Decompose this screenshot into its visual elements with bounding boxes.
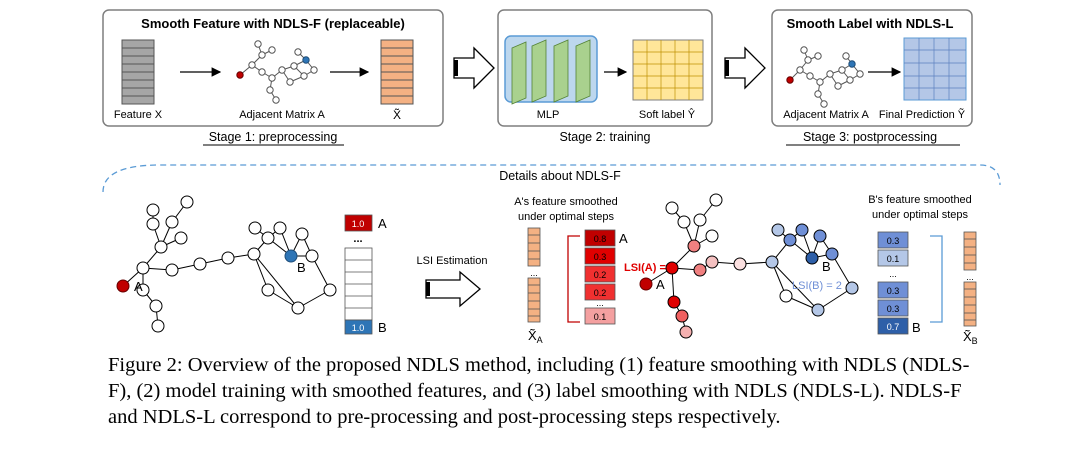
a-value-cell-4 [584, 307, 616, 325]
stage2-panel: MLP Soft label Ŷ [497, 9, 713, 127]
b-smoothed-line1: B's feature smoothed [868, 194, 972, 206]
feature-x-label: Feature X [114, 109, 163, 121]
adjacent-matrix-graph-small-2 [786, 46, 864, 108]
mlp-label: MLP [537, 109, 560, 121]
a-smoothed-line1: A's feature smoothed [514, 196, 618, 208]
figure-caption: Figure 2: Overview of the proposed NDLS … [108, 354, 970, 428]
b-values-label: B [912, 320, 921, 335]
b-value-4: 0.7 [887, 322, 900, 332]
details-dashed-bracket [102, 164, 1001, 193]
a-value-1: 0.3 [594, 252, 607, 262]
b-value-0: 0.3 [887, 236, 900, 246]
b-value-stack: 0.3 0.1 ... 0.3 0.3 0.7 B [877, 231, 921, 335]
details-graph-left [116, 195, 337, 333]
a-values-label: A [619, 231, 628, 246]
block-arrow-2 [724, 46, 766, 90]
b-value-cell-2 [877, 281, 909, 299]
a-value-stack: 0.8 0.3 0.2 0.2 ... 0.1 A [584, 229, 628, 325]
final-prediction-matrix [903, 37, 967, 101]
lsi-estimation-label: LSI Estimation [417, 255, 488, 267]
xa-label-main: X̃ [528, 328, 537, 343]
one-hot-vectors: 1.0 A ... 1.0 B [344, 214, 387, 335]
right-node-b-label: B [822, 259, 831, 274]
b-value-ellipsis: ... [889, 269, 897, 279]
xa-label: X̃A [528, 328, 543, 345]
a-value-4: 0.1 [594, 312, 607, 322]
left-node-a-label: A [134, 279, 143, 294]
stage3-caption: Stage 3: postprocessing [803, 130, 937, 144]
vec-ellipsis: ... [353, 233, 362, 245]
vec-bottom-value: 1.0 [352, 323, 365, 333]
stage3-adj-label: Adjacent Matrix A [783, 109, 869, 121]
a-value-0: 0.8 [594, 234, 607, 244]
xa-orange-vector [527, 227, 541, 323]
a-value-3: 0.2 [594, 288, 607, 298]
b-smoothed-line2: under optimal steps [872, 209, 968, 221]
a-smoothed-line2: under optimal steps [518, 211, 614, 223]
xb-label: X̃B [963, 329, 978, 346]
xa-label-sub: A [537, 335, 543, 345]
ndls-overview-diagram: Smooth Feature with NDLS-F (replaceable)… [102, 9, 1001, 346]
left-node-b-label: B [297, 260, 306, 275]
vec-top-label: A [378, 216, 387, 231]
b-value-cell-4 [877, 317, 909, 335]
xb-label-sub: B [972, 336, 978, 346]
stage1-title: Smooth Feature with NDLS-F (replaceable) [141, 16, 405, 31]
lsi-b-label: LSI(B) = 2 [792, 280, 842, 292]
stage1-panel: Smooth Feature with NDLS-F (replaceable)… [102, 9, 444, 127]
a-bracket [567, 235, 580, 323]
b-value-cell-0 [877, 231, 909, 249]
stage2-caption: Stage 2: training [559, 130, 650, 144]
lsi-a-label: LSI(A) = 4 [624, 262, 676, 274]
feature-x-matrix [121, 39, 155, 105]
mlp-block [504, 35, 598, 105]
x-tilde-matrix [380, 39, 414, 105]
b-value-3: 0.3 [887, 304, 900, 314]
a-value-cell-3 [584, 283, 616, 301]
soft-label-text: Soft label Ŷ [639, 108, 696, 121]
a-value-cell-1 [584, 247, 616, 265]
block-arrow-1 [453, 46, 495, 90]
stage3-panel: Smooth Label with NDLS-L Adjacent Matrix… [771, 9, 973, 127]
details-graph-right [639, 193, 859, 339]
lsi-block-arrow [425, 270, 482, 308]
stage1-caption: Stage 1: preprocessing [209, 130, 338, 144]
b-value-2: 0.3 [887, 286, 900, 296]
b-bracket [930, 235, 943, 323]
soft-label-matrix [632, 39, 704, 101]
adjacent-matrix-graph-small [236, 40, 318, 104]
right-node-a-label: A [656, 277, 665, 292]
stage1-adj-label: Adjacent Matrix A [239, 109, 325, 121]
b-value-1: 0.1 [887, 254, 900, 264]
xb-ellipsis: ... [966, 272, 974, 282]
details-title: Details about NDLS-F [499, 169, 621, 183]
xb-orange-vector [963, 231, 977, 327]
a-value-cell-2 [584, 265, 616, 283]
b-value-cell-1 [877, 249, 909, 267]
a-value-ellipsis: ... [596, 298, 604, 308]
x-tilde-label: X̃ [393, 107, 401, 122]
xa-ellipsis: ... [530, 268, 538, 278]
stage3-title: Smooth Label with NDLS-L [787, 16, 954, 31]
final-prediction-label: Final Prediction Ỹ [879, 108, 966, 121]
b-value-cell-3 [877, 299, 909, 317]
a-value-2: 0.2 [594, 270, 607, 280]
vec-bottom-label: B [378, 320, 387, 335]
a-value-cell-0 [584, 229, 616, 247]
vec-top-value: 1.0 [352, 219, 365, 229]
xb-label-main: X̃ [963, 329, 972, 344]
